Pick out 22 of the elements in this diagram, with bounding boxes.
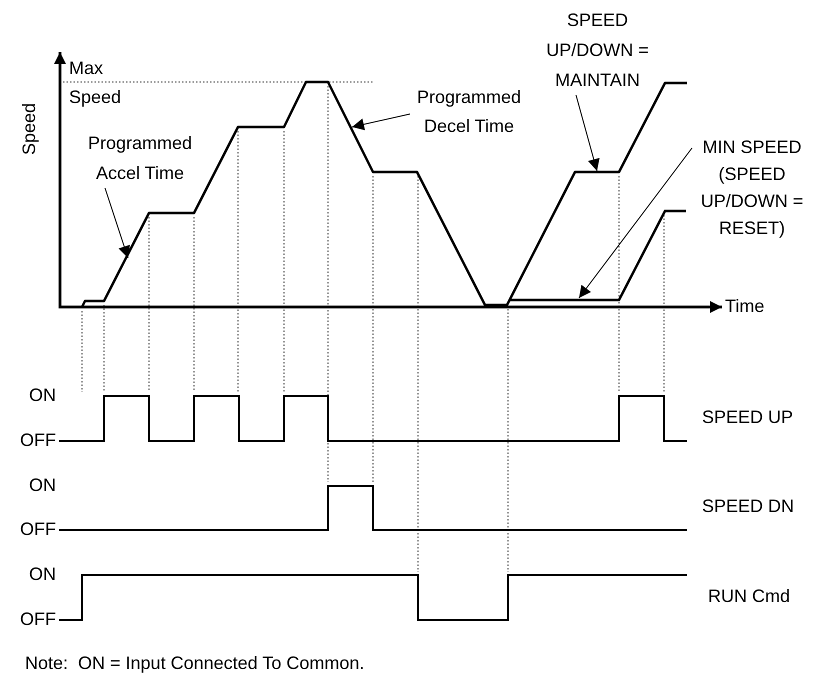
state-label: OFF xyxy=(20,608,56,630)
annotation-text: Programmed Decel Time xyxy=(416,86,522,138)
annotation-text: MIN SPEED (SPEED UP/DOWN = RESET) xyxy=(700,136,804,240)
speed-profile-line xyxy=(509,210,686,302)
annotation-text: SPEED UP/DOWN = MAINTAIN xyxy=(545,9,650,92)
state-label: OFF xyxy=(20,429,56,451)
leader-line xyxy=(576,94,600,172)
state-label: OFF xyxy=(20,518,56,540)
leader-line xyxy=(104,188,130,258)
leader-line xyxy=(578,148,692,298)
annotation-text: Programmed Accel Time xyxy=(86,132,194,185)
axis-label: Time xyxy=(725,295,764,317)
state-label: ON xyxy=(29,563,56,585)
max-speed-label: Max Speed xyxy=(69,57,122,109)
state-label: ON xyxy=(29,474,56,496)
signal-label: RUN Cmd xyxy=(708,585,790,607)
leader-line xyxy=(352,114,410,130)
axis-label: Speed xyxy=(18,102,40,156)
signal-label: SPEED UP xyxy=(702,406,794,428)
signal-label: SPEED DN xyxy=(702,495,794,517)
note: Note: ON = Input Connected To Common. xyxy=(25,652,364,674)
state-label: ON xyxy=(29,384,56,406)
